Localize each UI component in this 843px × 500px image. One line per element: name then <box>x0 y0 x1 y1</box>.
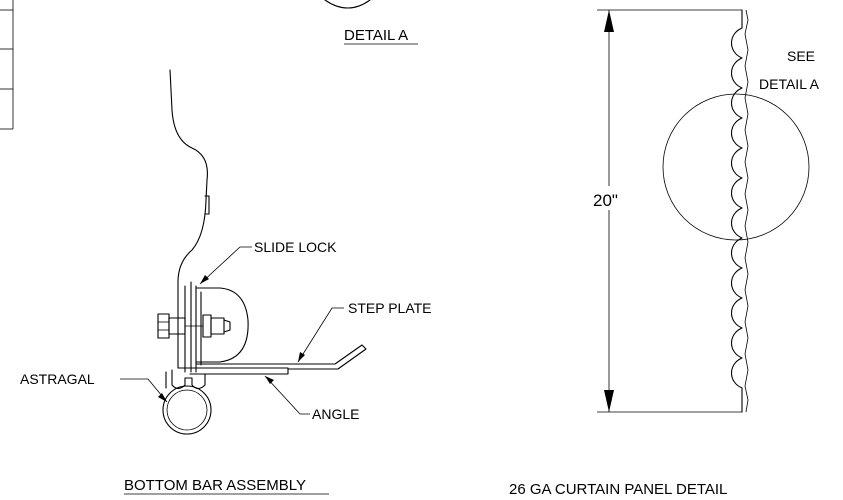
dimension-label: 20" <box>593 191 618 210</box>
svg-text:ASTRAGAL: ASTRAGAL <box>20 371 95 387</box>
svg-text:STEP PLATE: STEP PLATE <box>348 300 432 316</box>
title-block-fragment <box>0 0 14 130</box>
detail-a-title: DETAIL A <box>344 27 408 44</box>
curtain-profile <box>169 69 208 369</box>
bottom-bar-title-group: BOTTOM BAR ASSEMBLY <box>124 477 329 495</box>
bottom-bar-title: BOTTOM BAR ASSEMBLY <box>124 477 306 494</box>
angle-profile <box>177 367 289 375</box>
slide-lock-dome <box>195 287 249 363</box>
callout-slide-lock: SLIDE LOCK <box>199 239 337 285</box>
step-plate-profile <box>195 344 367 370</box>
dimension-arrow-bottom <box>604 390 614 412</box>
svg-text:SEE: SEE <box>787 48 815 64</box>
corrugated-profile-left <box>730 9 743 413</box>
partial-arc <box>324 0 371 9</box>
dimension-label-group: 20" <box>592 186 626 210</box>
see-detail-note: SEE DETAIL A <box>759 48 820 92</box>
dimension-arrow-top <box>604 10 614 32</box>
svg-text:ANGLE: ANGLE <box>312 406 359 422</box>
detail-a-circle <box>662 93 810 241</box>
curtain-panel-drawing <box>597 9 810 413</box>
detail-a-title-group: DETAIL A <box>344 27 418 45</box>
callout-angle: ANGLE <box>264 375 359 422</box>
callout-astragal: ASTRAGAL <box>20 371 168 403</box>
svg-text:DETAIL A: DETAIL A <box>759 76 820 92</box>
svg-text:SLIDE LOCK: SLIDE LOCK <box>254 239 337 255</box>
astragal-tube <box>162 385 212 435</box>
callout-step-plate: STEP PLATE <box>297 300 432 363</box>
corrugated-profile-right <box>744 9 749 413</box>
bottom-bar-assembly-drawing <box>157 69 367 435</box>
curtain-panel-title: 26 GA CURTAIN PANEL DETAIL <box>509 481 727 498</box>
